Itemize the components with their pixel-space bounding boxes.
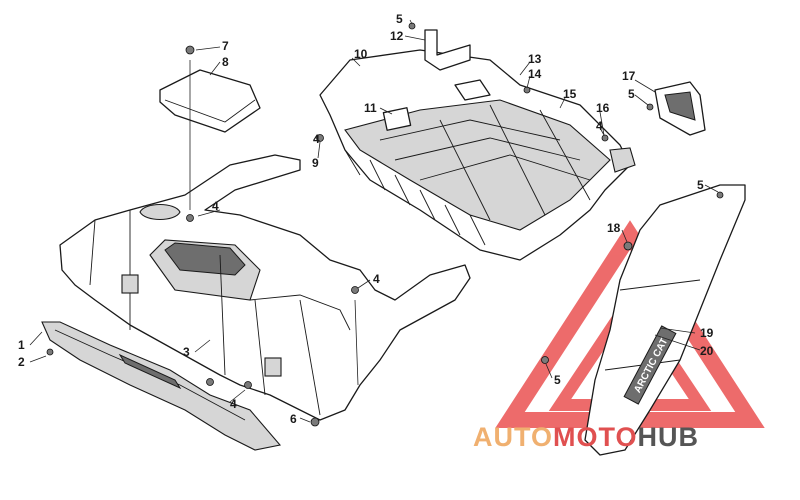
callout-4e: 4 <box>313 132 320 146</box>
tail-light <box>654 81 706 136</box>
callout-9: 9 <box>312 156 319 170</box>
callout-2: 2 <box>18 355 25 369</box>
callout-8: 8 <box>222 55 229 69</box>
callout-4a: 4 <box>212 199 219 213</box>
fasteners <box>46 22 724 427</box>
callout-15: 15 <box>563 87 577 101</box>
svg-text:AUTOMOTOHUB: AUTOMOTOHUB <box>473 422 699 452</box>
rear-body-panel <box>59 154 471 421</box>
callout-10: 10 <box>354 47 368 61</box>
cargo-box <box>319 49 636 261</box>
callout-16: 16 <box>596 101 610 115</box>
callout-20: 20 <box>700 344 714 358</box>
callout-1: 1 <box>18 338 25 352</box>
callout-13: 13 <box>528 52 542 66</box>
callout-5c: 5 <box>697 178 704 192</box>
callout-labels: 1 2 3 4 4 4 4 4 5 5 5 5 6 7 8 9 10 11 12… <box>18 12 714 426</box>
callout-18: 18 <box>607 221 621 235</box>
callout-7: 7 <box>222 39 229 53</box>
watermark-text: AUTOMOTOHUB <box>473 422 699 452</box>
callout-3: 3 <box>183 345 190 359</box>
callout-12: 12 <box>390 29 404 43</box>
callout-19: 19 <box>700 326 714 340</box>
callout-4d: 4 <box>596 119 603 133</box>
mount-bracket <box>424 29 471 71</box>
watermark-auto: AUTO <box>473 422 553 452</box>
callout-6: 6 <box>290 412 297 426</box>
leader-lines <box>29 19 719 423</box>
callout-5a: 5 <box>396 12 403 26</box>
callout-11: 11 <box>364 101 377 115</box>
callout-5b: 5 <box>628 87 635 101</box>
rear-trim-strip <box>41 321 282 451</box>
callout-4b: 4 <box>373 272 380 286</box>
callout-14: 14 <box>528 67 542 81</box>
watermark-moto: MOTO <box>553 422 638 452</box>
watermark-hub: HUB <box>638 422 700 452</box>
callout-17: 17 <box>622 69 636 83</box>
callout-5d: 5 <box>554 373 561 387</box>
side-panel: ARCTIC CAT <box>584 184 746 456</box>
callout-4c: 4 <box>230 397 237 411</box>
storage-lid <box>159 69 261 133</box>
